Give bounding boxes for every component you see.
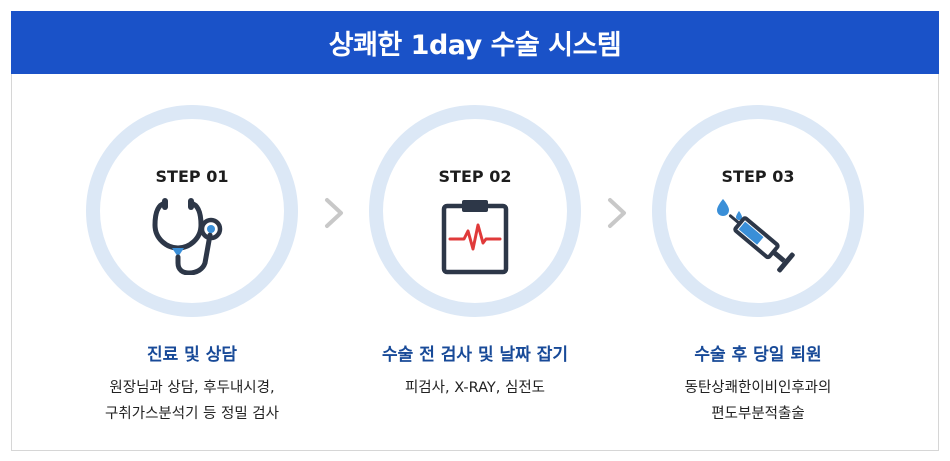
step-2-label: STEP 02: [438, 167, 512, 186]
step-3-circle: STEP 03: [652, 105, 864, 317]
clipboard-ecg-icon: [440, 197, 510, 279]
step-2-title: 수술 전 검사 및 날짜 잡기: [382, 345, 568, 365]
step-3-desc-line: 편도부분적출술: [711, 406, 805, 422]
syringe-icon: [710, 191, 806, 283]
stethoscope-icon: [147, 193, 237, 279]
step-1-desc-line: 원장님과 상담, 후두내시경,: [109, 380, 275, 396]
step-1-title: 진료 및 상담: [146, 345, 238, 365]
step-3-title: 수술 후 당일 퇴원: [694, 345, 822, 365]
chevron-right-icon: [606, 196, 628, 234]
step-2-circle: STEP 02: [369, 105, 581, 317]
step-2-description: 피검사, X-RAY, 심전도: [325, 375, 625, 401]
step-1-description: 원장님과 상담, 후두내시경, 구취가스분석기 등 정밀 검사: [42, 375, 342, 427]
chevron-right-icon: [323, 196, 345, 234]
step-2-caption: 수술 전 검사 및 날짜 잡기 피검사, X-RAY, 심전도: [325, 340, 625, 401]
step-1-caption: 진료 및 상담 원장님과 상담, 후두내시경, 구취가스분석기 등 정밀 검사: [42, 340, 342, 427]
step-1-label: STEP 01: [155, 167, 229, 186]
step-1-desc-line: 구취가스분석기 등 정밀 검사: [105, 406, 279, 422]
banner-title: 상쾌한 1day 수술 시스템: [328, 30, 622, 61]
step-2-desc-line: 피검사, X-RAY, 심전도: [404, 380, 546, 396]
step-3-label: STEP 03: [721, 167, 795, 186]
step-1-circle: STEP 01: [86, 105, 298, 317]
step-3-caption: 수술 후 당일 퇴원 동탄상쾌한이비인후과의 편도부분적출술: [608, 340, 908, 427]
step-3-description: 동탄상쾌한이비인후과의 편도부분적출술: [608, 375, 908, 427]
page-banner: 상쾌한 1day 수술 시스템: [11, 11, 939, 74]
step-3-desc-line: 동탄상쾌한이비인후과의: [684, 380, 832, 396]
